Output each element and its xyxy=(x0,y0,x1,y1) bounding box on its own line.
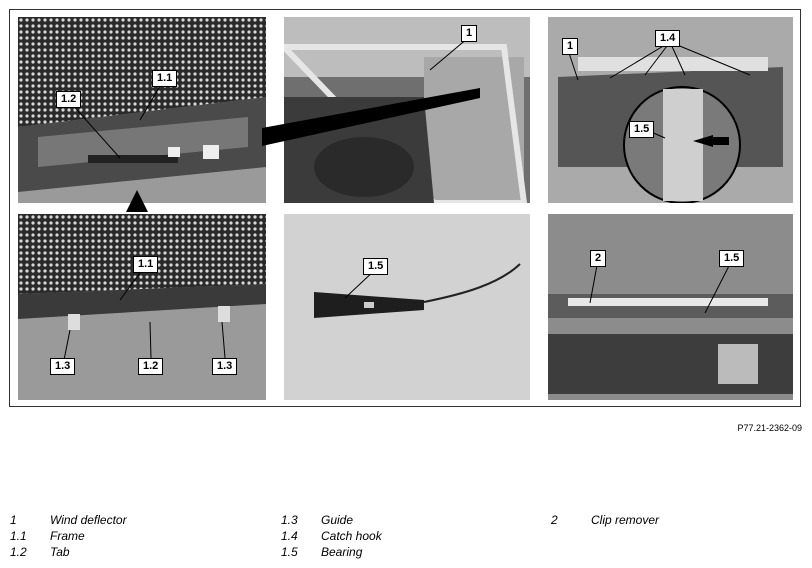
document-id: P77.21-2362-09 xyxy=(737,423,802,433)
photo-panel-e xyxy=(284,214,530,400)
legend-item: 1.3 Guide xyxy=(281,512,382,528)
callout-1-5-panel-c: 1.5 xyxy=(629,121,655,138)
callout-1-3-right-panel-d: 1.3 xyxy=(212,358,238,375)
legend-item: 1.2 Tab xyxy=(10,544,127,560)
photo-panel-f xyxy=(548,214,793,400)
legend-number: 1.4 xyxy=(281,529,298,543)
legend-number: 1.3 xyxy=(281,513,298,527)
legend-label: Catch hook xyxy=(321,529,382,543)
callout-1-panel-c: 1 xyxy=(562,38,579,55)
callout-1-2-panel-d: 1.2 xyxy=(138,358,164,375)
legend-item: 1 Wind deflector xyxy=(10,512,127,528)
photo-deflector-closeup xyxy=(18,17,266,203)
callout-1-5-panel-e: 1.5 xyxy=(363,258,389,275)
legend-label: Wind deflector xyxy=(50,513,127,527)
legend-number: 1.1 xyxy=(10,529,27,543)
legend-number: 1.5 xyxy=(281,545,298,559)
legend-label: Guide xyxy=(321,513,354,527)
legend-label: Frame xyxy=(50,529,85,543)
callout-1-5-panel-f: 1.5 xyxy=(719,250,745,267)
callout-1-panel-b: 1 xyxy=(461,25,478,42)
photo-bearing-part xyxy=(284,214,530,400)
legend-number: 1 xyxy=(10,513,17,527)
callout-2-panel-f: 2 xyxy=(590,250,607,267)
photo-panel-a xyxy=(18,17,266,203)
legend-number: 1.2 xyxy=(10,545,27,559)
photo-sunroof-interior xyxy=(284,17,530,203)
legend-item: 1.5 Bearing xyxy=(281,544,382,560)
callout-1-1-panel-a: 1.1 xyxy=(152,70,178,87)
callout-1-2-panel-a: 1.2 xyxy=(56,91,82,108)
callout-1-3-left-panel-d: 1.3 xyxy=(50,358,76,375)
legend-item: 1.1 Frame xyxy=(10,528,127,544)
photo-clip-remover xyxy=(548,214,793,400)
legend-column-3: 2 Clip remover xyxy=(551,512,659,528)
legend-item: 1.4 Catch hook xyxy=(281,528,382,544)
callout-1-1-panel-d: 1.1 xyxy=(133,256,159,273)
legend-label: Clip remover xyxy=(591,513,660,527)
legend-item: 2 Clip remover xyxy=(551,512,659,528)
callout-1-4-panel-c: 1.4 xyxy=(655,30,681,47)
photo-panel-b xyxy=(284,17,530,203)
legend-column-1: 1 Wind deflector 1.1 Frame 1.2 Tab xyxy=(10,512,127,560)
legend-label: Tab xyxy=(50,545,70,559)
legend-number: 2 xyxy=(551,513,558,527)
legend-column-2: 1.3 Guide 1.4 Catch hook 1.5 Bearing xyxy=(281,512,382,560)
legend-label: Bearing xyxy=(321,545,363,559)
